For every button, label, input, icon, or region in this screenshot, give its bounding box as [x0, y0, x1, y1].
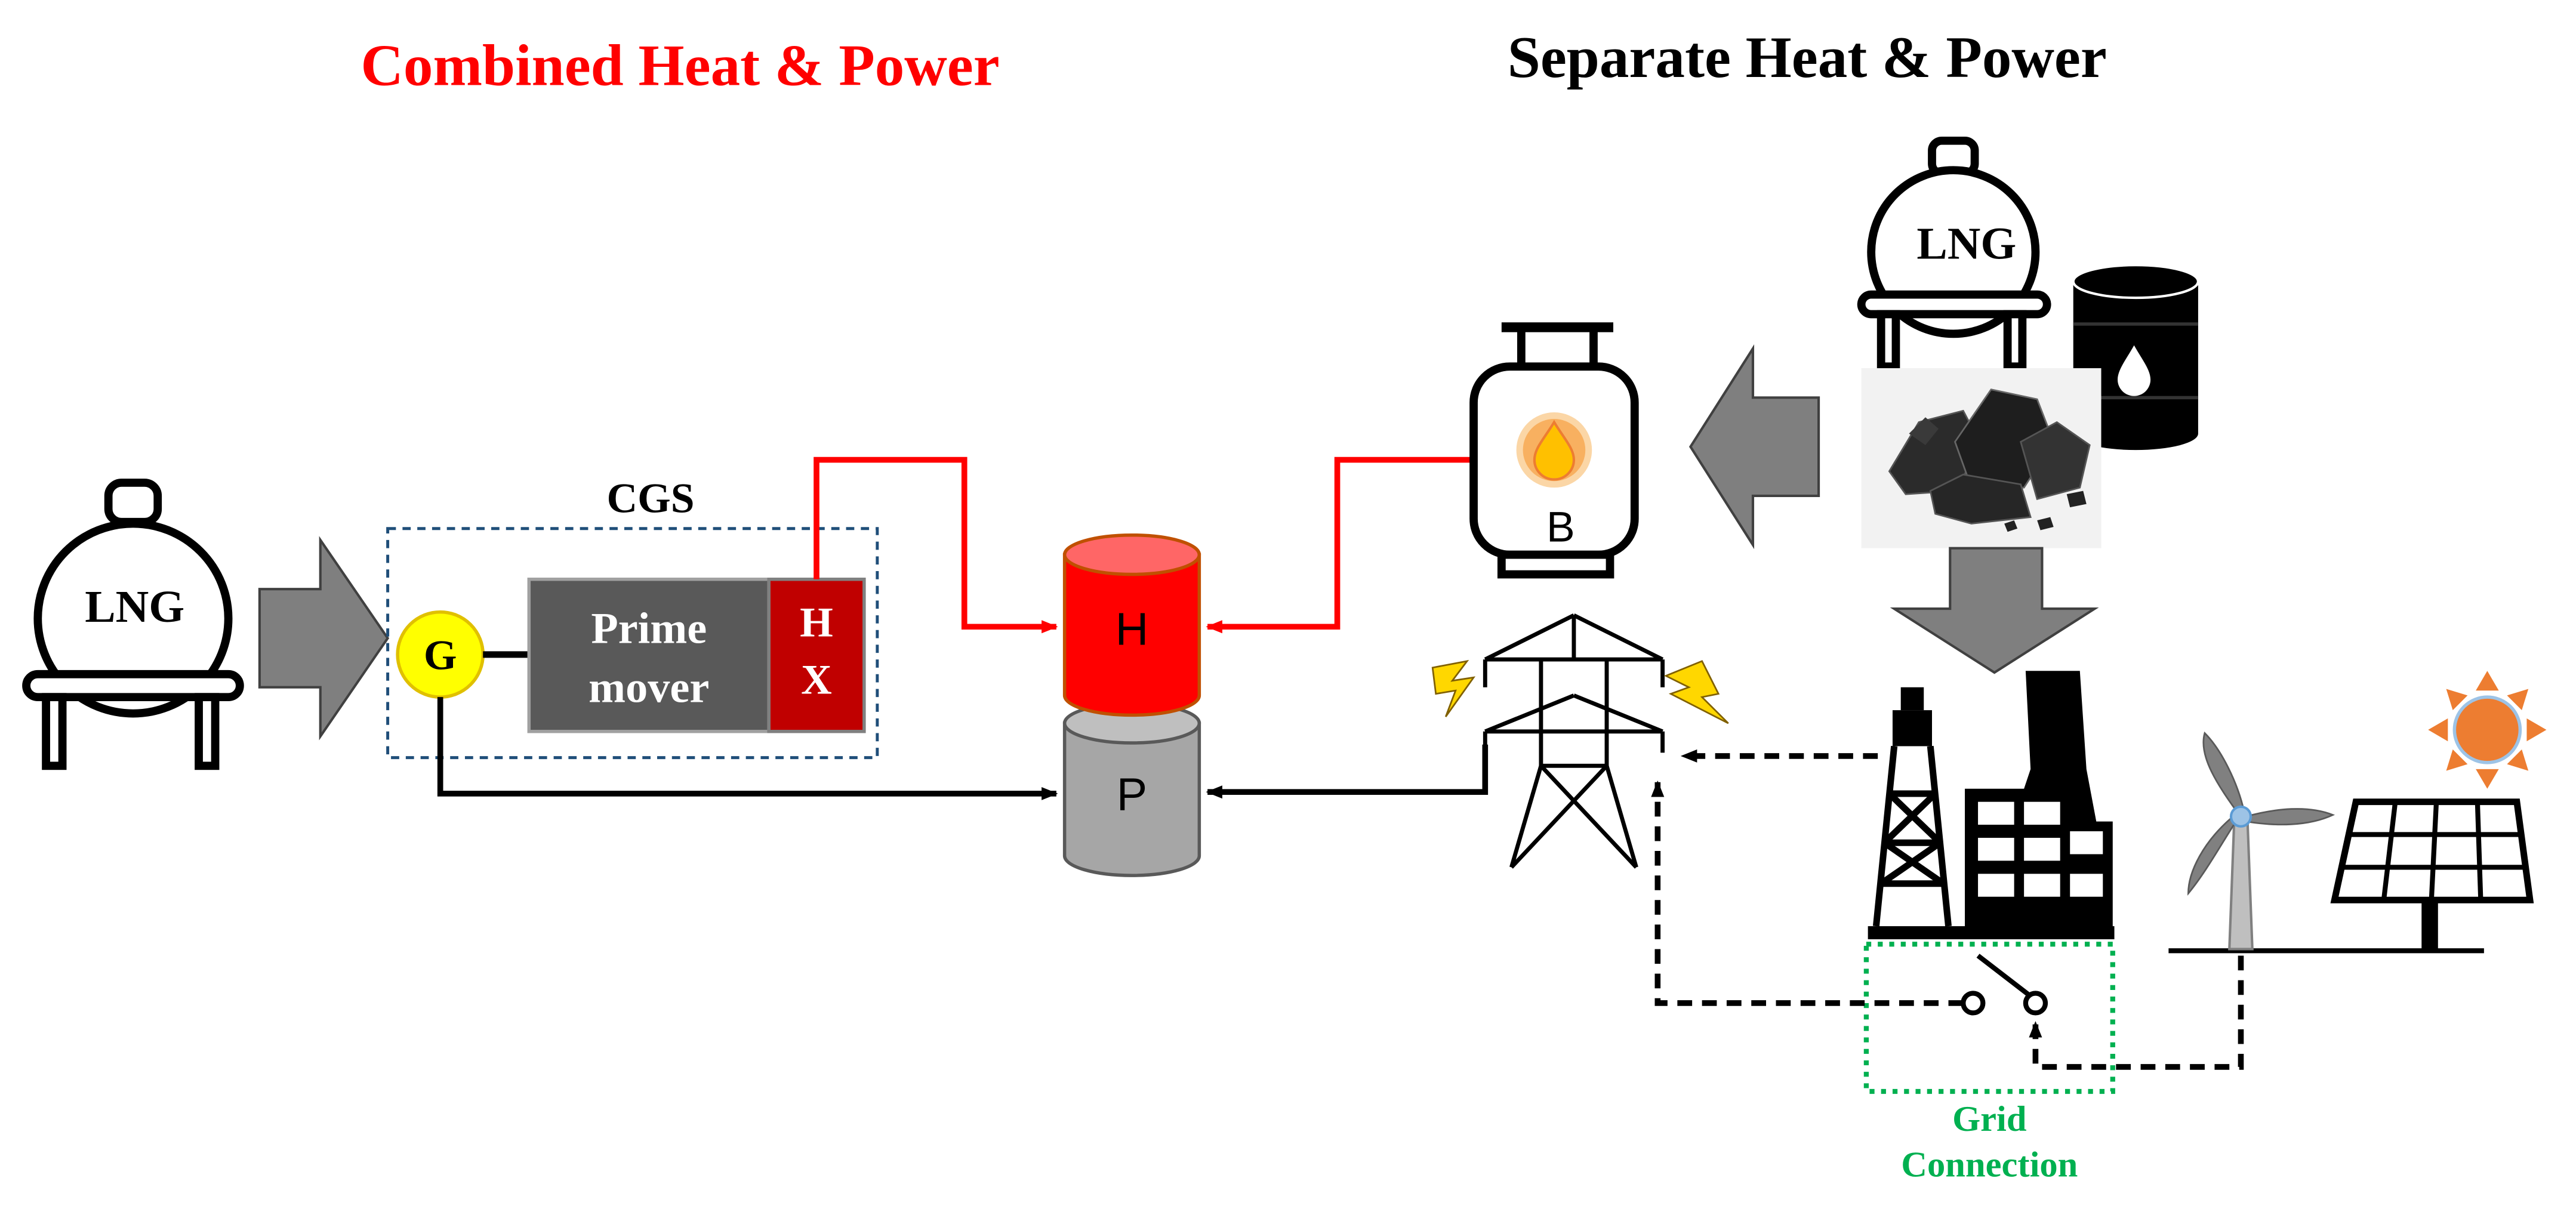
sun-icon	[2428, 671, 2547, 789]
solar-panel-icon	[2330, 798, 2534, 949]
flame-icon	[1516, 412, 1592, 488]
grid-connection-label-2: Connection	[1901, 1145, 2078, 1185]
switch-icon	[1961, 954, 2048, 1016]
cgs-box	[386, 527, 879, 760]
chp-power-line	[437, 697, 1058, 800]
chp-heat-line	[814, 457, 1058, 634]
prime-mover-box: Prime mover	[527, 577, 771, 733]
generator-label: G	[424, 632, 457, 679]
power-demand-tank: P	[1062, 702, 1201, 877]
heat-demand-tank: H	[1062, 533, 1201, 717]
shp-heat-line	[1206, 457, 1474, 634]
oil-barrel-icon	[2072, 264, 2199, 451]
chp-title: Combined Heat & Power	[360, 33, 999, 98]
prime-mover-label-1: Prime	[591, 604, 707, 653]
cgs-label: CGS	[606, 474, 694, 522]
lng-tank-icon-right: LNG	[1857, 136, 2051, 371]
lng-right-label: LNG	[1916, 217, 2016, 269]
fuel-flow-arrow-left	[258, 536, 390, 741]
lng-tank-icon: LNG	[22, 479, 244, 770]
heat-exchanger-box: H X	[767, 577, 866, 733]
lng-left-label: LNG	[85, 581, 184, 632]
fuel-flow-arrow-boiler	[1688, 344, 1820, 550]
coal-icon	[1861, 368, 2102, 548]
grid-connection-box	[1863, 942, 2115, 1094]
lightning-icon	[1663, 660, 1729, 724]
power-tank-label: P	[1117, 769, 1147, 821]
grid-connection-label-1: Grid	[1952, 1099, 2026, 1139]
boiler-icon: B	[1469, 322, 1639, 579]
renewables-to-switch-line	[2029, 955, 2244, 1070]
transmission-tower-icon	[1483, 613, 1665, 869]
power-plant-icon	[1868, 671, 2115, 940]
switch-to-grid-line	[1651, 781, 1964, 1006]
lightning-icon	[1431, 659, 1476, 717]
shp-title: Separate Heat & Power	[1508, 25, 2107, 90]
generator-icon: G	[396, 610, 485, 699]
prime-mover-label-2: mover	[588, 664, 709, 713]
wind-turbine-icon	[2187, 731, 2335, 951]
hx-label-2: X	[801, 656, 832, 704]
boiler-label: B	[1546, 504, 1575, 551]
hx-label-1: H	[800, 599, 833, 646]
shp-power-line	[1206, 744, 1489, 799]
heat-tank-label: H	[1116, 604, 1149, 655]
fuel-flow-arrow-plant	[1890, 547, 2099, 674]
